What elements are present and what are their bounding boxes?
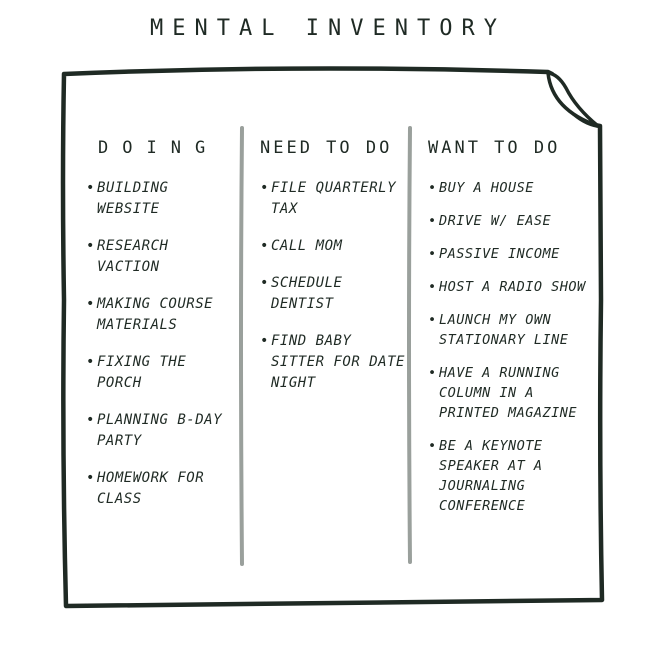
list-item: HOST A RADIO SHOW — [428, 277, 593, 297]
column-heading: WANT TO DO — [428, 138, 561, 158]
column-doing: DOING BUILDING WEBSITE RESEARCH VACTION … — [86, 138, 236, 526]
list-item: MAKING COURSE MATERIALS — [86, 294, 236, 336]
list-item: BUILDING WEBSITE — [86, 178, 236, 220]
divider-line — [407, 126, 412, 564]
list-item: CALL MOM — [260, 236, 405, 257]
item-list: BUY A HOUSE DRIVE W/ EASE PASSIVE INCOME… — [428, 178, 593, 516]
list-item: FIXING THE PORCH — [86, 352, 236, 394]
column-heading: NEED TO DO — [260, 138, 393, 158]
list-item: FILE QUARTERLY TAX — [260, 178, 405, 220]
divider-line — [239, 126, 244, 566]
item-list: FILE QUARTERLY TAX CALL MOM SCHEDULE DEN… — [260, 178, 405, 394]
list-item: DRIVE W/ EASE — [428, 211, 593, 231]
page-curl — [546, 71, 600, 128]
list-item: HOMEWORK FOR CLASS — [86, 468, 236, 510]
list-item: BE A KEYNOTE SPEAKER AT A JOURNALING CON… — [428, 436, 593, 516]
list-item: FIND BABY SITTER FOR DATE NIGHT — [260, 331, 405, 394]
column-heading: DOING — [98, 138, 220, 158]
list-item: SCHEDULE DENTIST — [260, 273, 405, 315]
column-need-to-do: NEED TO DO FILE QUARTERLY TAX CALL MOM S… — [260, 138, 405, 410]
list-item: LAUNCH MY OWN STATIONARY LINE — [428, 310, 593, 350]
list-item: RESEARCH VACTION — [86, 236, 236, 278]
list-item: PLANNING B-DAY PARTY — [86, 410, 236, 452]
page-title: MENTAL INVENTORY — [150, 16, 506, 41]
list-item: BUY A HOUSE — [428, 178, 593, 198]
list-item: HAVE A RUNNING COLUMN IN A PRINTED MAGAZ… — [428, 363, 593, 423]
item-list: BUILDING WEBSITE RESEARCH VACTION MAKING… — [86, 178, 236, 510]
column-want-to-do: WANT TO DO BUY A HOUSE DRIVE W/ EASE PAS… — [428, 138, 593, 529]
list-item: PASSIVE INCOME — [428, 244, 593, 264]
